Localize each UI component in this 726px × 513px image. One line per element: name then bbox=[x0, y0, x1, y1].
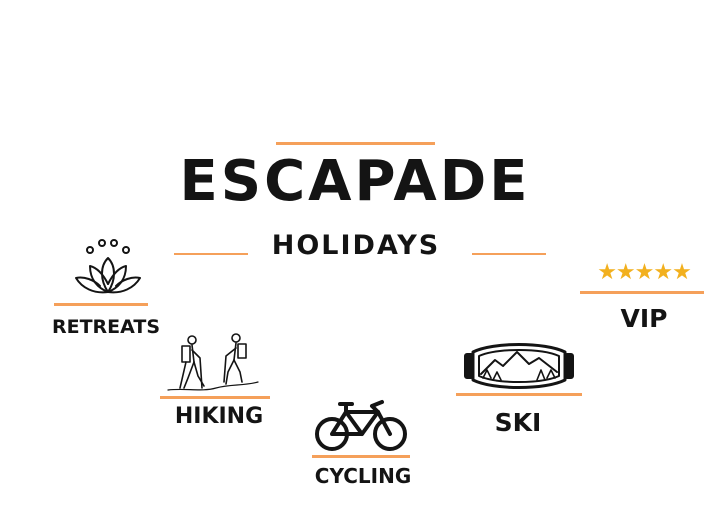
cycling-rule bbox=[312, 455, 410, 458]
brand-right-rule bbox=[472, 253, 546, 255]
category-label-retreats: RETREATS bbox=[51, 316, 161, 338]
category-label-hiking: HIKING bbox=[174, 404, 264, 429]
category-label-ski: SKI bbox=[494, 408, 542, 437]
lotus-icon bbox=[70, 236, 146, 300]
vip-rule bbox=[580, 291, 704, 294]
brand-title: ESCAPADE bbox=[179, 149, 531, 214]
bicycle-icon bbox=[314, 400, 408, 454]
five-stars-icon: ★★★★★ bbox=[597, 260, 692, 285]
category-label-cycling: CYCLING bbox=[314, 464, 412, 488]
brand-subtitle: HOLIDAYS bbox=[271, 230, 441, 261]
retreats-rule bbox=[54, 303, 148, 306]
hiking-rule bbox=[160, 396, 270, 399]
ski-goggles-icon bbox=[463, 342, 575, 390]
ski-rule bbox=[456, 393, 582, 396]
category-label-vip: VIP bbox=[620, 304, 668, 333]
hikers-icon bbox=[166, 332, 260, 394]
brand-left-rule bbox=[174, 253, 248, 255]
brand-top-rule bbox=[276, 142, 435, 145]
